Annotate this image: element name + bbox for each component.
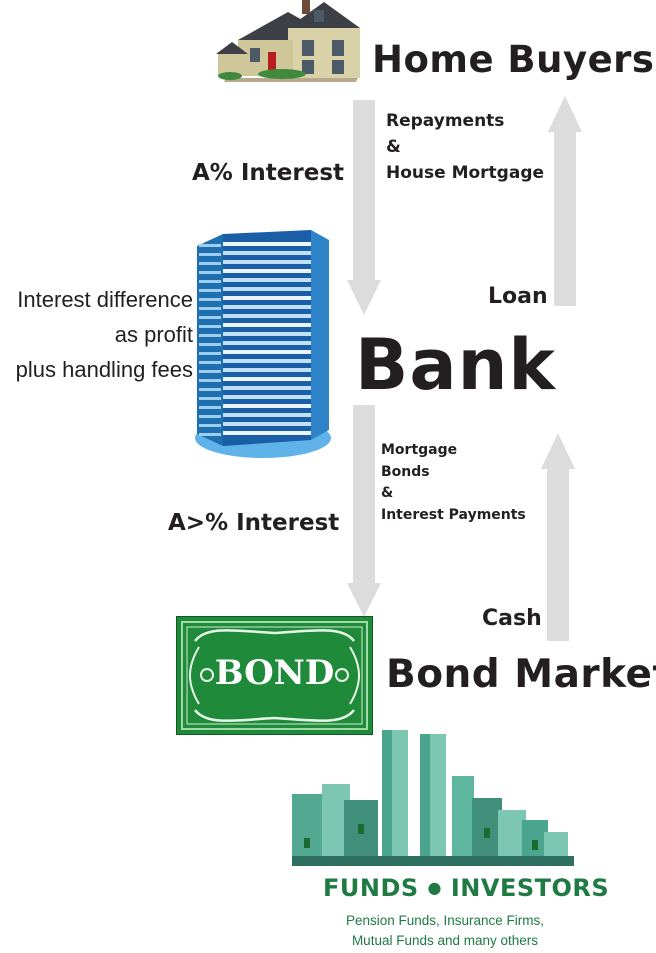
bank-window-stripe bbox=[223, 314, 311, 318]
bank-window-stripe bbox=[223, 242, 311, 246]
bank-window-stripe bbox=[223, 377, 311, 381]
bank-window-stripe bbox=[223, 395, 311, 399]
funds-subtitle: Pension Funds, Insurance Firms, Mutual F… bbox=[300, 911, 590, 951]
bank-window-stripe-side bbox=[199, 361, 221, 364]
profit-note-line-1: Interest difference bbox=[17, 287, 193, 312]
bond-market-label: Bond Market bbox=[386, 652, 656, 697]
bank-window-stripe bbox=[223, 422, 311, 426]
funds-subtitle-line-1: Pension Funds, Insurance Firms, bbox=[345, 913, 545, 928]
house-illustration bbox=[216, 0, 360, 82]
bank-window-stripe-side bbox=[199, 325, 221, 328]
bank-window-stripe-side bbox=[199, 406, 221, 409]
mortgage-bonds-line-3: & bbox=[381, 485, 394, 501]
bank-window-stripe-side bbox=[199, 433, 221, 436]
loan-label: Loan bbox=[488, 284, 548, 309]
bank-window-stripe bbox=[223, 296, 311, 300]
mortgage-bonds-line-4: Interest Payments bbox=[381, 506, 526, 523]
bank-window-stripe bbox=[223, 260, 311, 264]
funds-word: FUNDS bbox=[323, 874, 419, 902]
bank-window-stripe bbox=[223, 404, 311, 408]
bank-window-stripe bbox=[223, 341, 311, 345]
investors-word: INVESTORS bbox=[450, 874, 610, 902]
repayments-label: Repayments & House Mortgage bbox=[386, 108, 544, 186]
arrow-repayments-down bbox=[347, 100, 381, 315]
a-interest-label: A% Interest bbox=[192, 160, 345, 186]
mortgage-bonds-label: Mortgage Bonds & Interest Payments bbox=[381, 440, 526, 526]
bank-window-stripe-side bbox=[199, 244, 221, 247]
bank-window-stripe-side bbox=[199, 352, 221, 355]
bond-word: BOND bbox=[214, 653, 335, 693]
bank-window-stripe-side bbox=[199, 370, 221, 373]
profit-note-line-3: plus handling fees bbox=[15, 357, 193, 382]
bank-window-stripe-side bbox=[199, 424, 221, 427]
bank-window-stripe bbox=[223, 305, 311, 309]
mortgage-bonds-line-2: Bonds bbox=[381, 463, 430, 480]
bank-window-stripe bbox=[223, 413, 311, 417]
funds-investors-title: FUNDS ● INVESTORS bbox=[323, 874, 609, 902]
a-greater-interest-label: A>% Interest bbox=[168, 510, 340, 536]
bank-label: Bank bbox=[355, 324, 556, 406]
bank-window-stripe bbox=[223, 323, 311, 327]
bank-window-stripe bbox=[223, 368, 311, 372]
arrow-loan-up bbox=[548, 96, 582, 306]
repayments-line-3: House Mortgage bbox=[386, 163, 545, 183]
bank-window-stripe-side bbox=[199, 379, 221, 382]
bank-window-stripe bbox=[223, 386, 311, 390]
bank-window-stripe bbox=[223, 350, 311, 354]
funds-subtitle-line-2: Mutual Funds and many others bbox=[351, 933, 539, 948]
city-skyline-illustration bbox=[292, 730, 574, 866]
arrow-cash-up bbox=[541, 433, 575, 641]
mortgage-bonds-line-1: Mortgage bbox=[381, 442, 458, 458]
arrow-mortgage-bonds-down bbox=[347, 405, 381, 617]
home-buyers-label: Home Buyers bbox=[372, 38, 655, 81]
profit-note-line-2: as profit bbox=[114, 322, 193, 347]
bond-ornament bbox=[181, 621, 368, 730]
bank-window-stripe-side bbox=[199, 334, 221, 337]
bullet-icon: ● bbox=[427, 878, 443, 897]
bank-profit-note: Interest difference as profit plus handl… bbox=[16, 282, 193, 387]
bank-window-stripe bbox=[223, 269, 311, 273]
bank-window-stripe-side bbox=[199, 388, 221, 391]
bank-window-stripe-side bbox=[199, 343, 221, 346]
bank-window-stripe bbox=[223, 332, 311, 336]
bank-window-stripe-side bbox=[199, 415, 221, 418]
bank-window-stripe bbox=[223, 287, 311, 291]
repayments-line-1: Repayments bbox=[386, 111, 505, 131]
bank-window-stripe-side bbox=[199, 253, 221, 256]
bank-window-stripe-side bbox=[199, 262, 221, 265]
cash-label: Cash bbox=[482, 606, 542, 631]
bank-window-stripe bbox=[223, 359, 311, 363]
bank-window-stripe-side bbox=[199, 397, 221, 400]
bank-window-stripe-side bbox=[199, 271, 221, 274]
bank-window-stripe bbox=[223, 278, 311, 282]
bank-window-stripe-side bbox=[199, 316, 221, 319]
bank-window-stripe-side bbox=[199, 298, 221, 301]
bank-window-stripe bbox=[223, 251, 311, 255]
repayments-line-2: & bbox=[386, 137, 401, 157]
bank-window-stripe-side bbox=[199, 289, 221, 292]
bank-building-illustration bbox=[195, 230, 331, 458]
bank-window-stripe-side bbox=[199, 280, 221, 283]
bank-window-stripe bbox=[223, 431, 311, 435]
bond-certificate: BOND bbox=[176, 616, 373, 735]
bank-window-stripe-side bbox=[199, 307, 221, 310]
